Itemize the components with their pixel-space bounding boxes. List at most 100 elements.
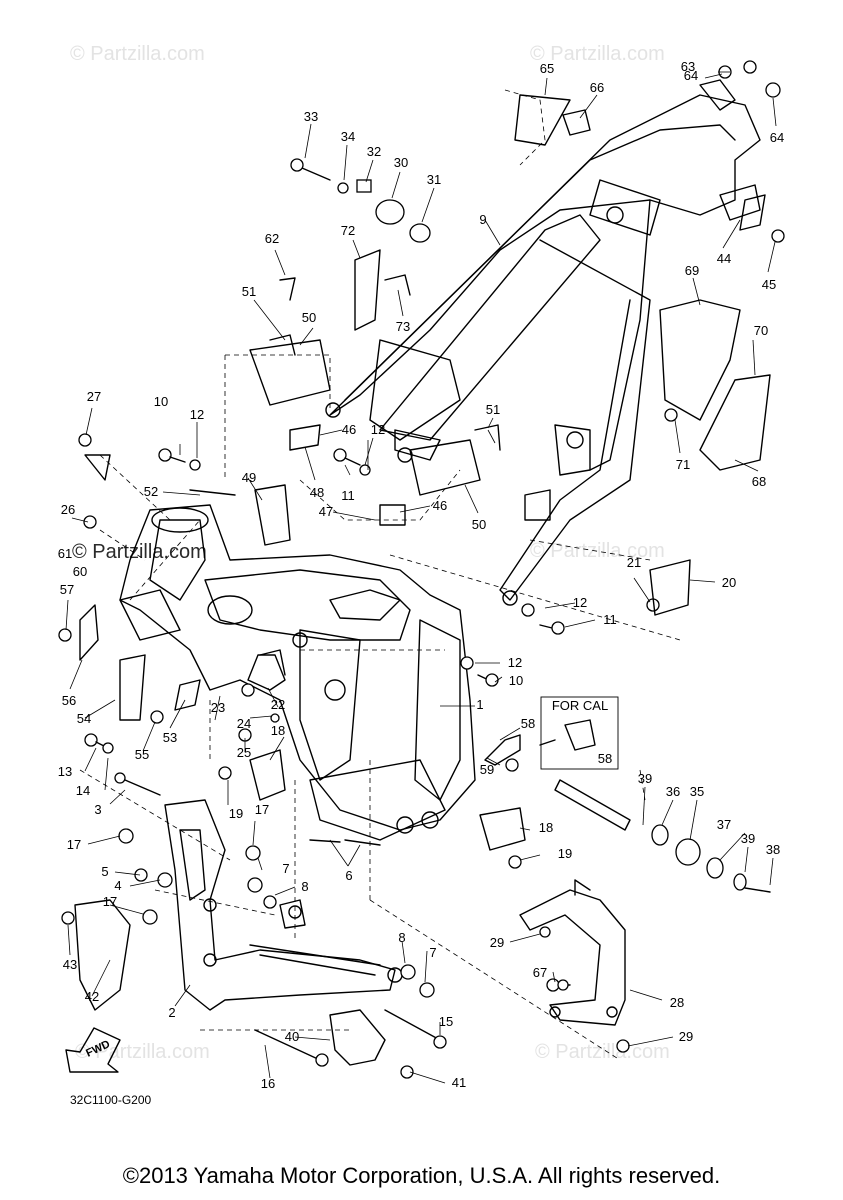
callout-12: 12 xyxy=(573,595,587,610)
callout-50: 50 xyxy=(472,517,486,532)
callout-18: 18 xyxy=(271,723,285,738)
callout-42: 42 xyxy=(85,989,99,1004)
callout-10: 10 xyxy=(509,673,523,688)
callout-24: 24 xyxy=(237,716,251,731)
callout-67: 67 xyxy=(533,965,547,980)
callout-27: 27 xyxy=(87,389,101,404)
callout-21: 21 xyxy=(627,555,641,570)
for-cal-label: FOR CAL xyxy=(552,698,608,713)
callout-12: 12 xyxy=(508,655,522,670)
callout-3: 3 xyxy=(94,802,101,817)
callout-6: 6 xyxy=(345,868,352,883)
callout-50: 50 xyxy=(302,310,316,325)
callout-70: 70 xyxy=(754,323,768,338)
callout-38: 38 xyxy=(766,842,780,857)
callout-33: 33 xyxy=(304,109,318,124)
callout-30: 30 xyxy=(394,155,408,170)
hardware xyxy=(58,60,785,1079)
copyright-notice: ©2013 Yamaha Motor Corporation, U.S.A. A… xyxy=(122,1163,721,1188)
callout-60: 60 xyxy=(73,564,87,579)
callout-8: 8 xyxy=(301,879,308,894)
callout-39: 39 xyxy=(741,831,755,846)
callout-68: 68 xyxy=(752,474,766,489)
callout-54: 54 xyxy=(77,711,91,726)
callout-22: 22 xyxy=(271,697,285,712)
callout-46: 46 xyxy=(433,498,447,513)
callout-8: 8 xyxy=(398,930,405,945)
callout-62: 62 xyxy=(265,231,279,246)
callout-51: 51 xyxy=(486,402,500,417)
callout-44: 44 xyxy=(717,251,731,266)
callout-15: 15 xyxy=(439,1014,453,1029)
callout-66: 66 xyxy=(590,80,604,95)
watermark: © Partzilla.com xyxy=(70,43,205,65)
battery-bracket xyxy=(519,879,626,1026)
main-frame xyxy=(119,504,476,841)
callout-64: 64 xyxy=(684,68,698,83)
callout-29: 29 xyxy=(679,1029,693,1044)
watermark-group: © Partzilla.com © Partzilla.com © Partzi… xyxy=(70,43,670,1063)
callout-34: 34 xyxy=(341,129,355,144)
callout-17: 17 xyxy=(255,802,269,817)
callout-11: 11 xyxy=(341,488,355,503)
callout-46: 46 xyxy=(342,422,356,437)
callout-58: 58 xyxy=(598,751,612,766)
callout-73: 73 xyxy=(396,319,410,334)
watermark: © Partzilla.com xyxy=(535,1041,670,1063)
callout-2: 2 xyxy=(168,1005,175,1020)
lower-cradle xyxy=(164,799,403,1011)
callout-28: 28 xyxy=(670,995,684,1010)
callout-17: 17 xyxy=(67,837,81,852)
callout-69: 69 xyxy=(685,263,699,278)
callout-43: 43 xyxy=(63,957,77,972)
callout-55: 55 xyxy=(135,747,149,762)
callout-59: 59 xyxy=(480,762,494,777)
callout-17: 17 xyxy=(103,894,117,909)
side-covers xyxy=(74,94,771,1066)
diagram-code: 32C1100-G200 xyxy=(70,1093,151,1107)
callout-63: 63 xyxy=(681,59,695,74)
assembly-dashed-lines xyxy=(79,89,681,1061)
callout-65: 65 xyxy=(540,61,554,76)
callout-72: 72 xyxy=(341,223,355,238)
callout-49: 49 xyxy=(242,470,256,485)
callout-31: 31 xyxy=(427,172,441,187)
callout-23: 23 xyxy=(211,700,225,715)
callout-71: 71 xyxy=(676,457,690,472)
callout-18: 18 xyxy=(539,820,553,835)
callout-56: 56 xyxy=(62,693,76,708)
callout-51: 51 xyxy=(242,284,256,299)
callout-12: 12 xyxy=(190,407,204,422)
callout-47: 47 xyxy=(319,504,333,519)
callout-61: 61 xyxy=(58,546,72,561)
callout-36: 36 xyxy=(666,784,680,799)
callout-64: 64 xyxy=(770,130,784,145)
callout-58: 58 xyxy=(521,716,535,731)
callout-26: 26 xyxy=(61,502,75,517)
callout-numbers: 1 2 3 4 5 6 7 7 8 8 9 10 10 11 11 12 12 … xyxy=(58,59,784,1091)
callout-19: 19 xyxy=(229,806,243,821)
watermark: © Partzilla.com xyxy=(530,43,665,65)
callout-52: 52 xyxy=(144,484,158,499)
callout-29: 29 xyxy=(490,935,504,950)
callout-20: 20 xyxy=(722,575,736,590)
callout-19: 19 xyxy=(558,846,572,861)
callout-35: 35 xyxy=(690,784,704,799)
callout-25: 25 xyxy=(237,745,251,760)
callout-7: 7 xyxy=(282,861,289,876)
callout-48: 48 xyxy=(310,485,324,500)
callout-32: 32 xyxy=(367,144,381,159)
callout-13: 13 xyxy=(58,764,72,779)
callout-11: 11 xyxy=(603,612,617,627)
callout-7: 7 xyxy=(429,945,436,960)
leader-lines xyxy=(65,71,777,1084)
callout-45: 45 xyxy=(762,277,776,292)
for-cal-box: FOR CAL 58 xyxy=(540,696,619,770)
callout-14: 14 xyxy=(76,783,90,798)
callout-41: 41 xyxy=(452,1075,466,1090)
callout-39: 39 xyxy=(638,771,652,786)
callout-10: 10 xyxy=(154,394,168,409)
callout-53: 53 xyxy=(163,730,177,745)
callout-1: 1 xyxy=(476,697,483,712)
